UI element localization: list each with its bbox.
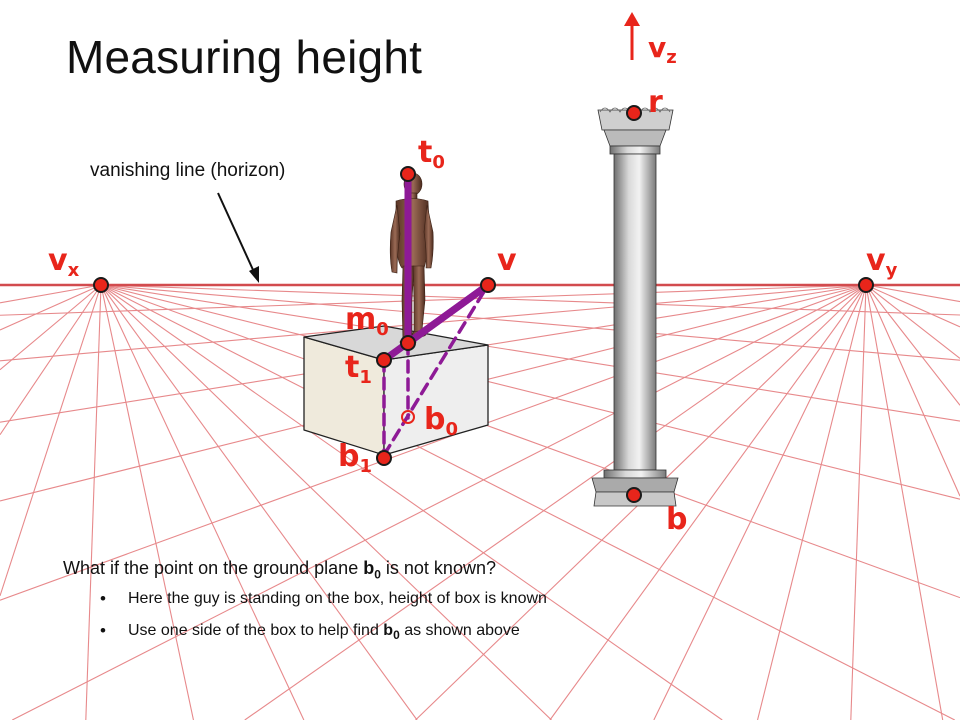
grid-line xyxy=(865,284,960,328)
grid-line xyxy=(100,284,960,316)
grid-line xyxy=(100,284,960,599)
grid-line xyxy=(0,284,102,304)
grid-line xyxy=(100,284,552,720)
point-t1 xyxy=(376,352,392,368)
point-m0 xyxy=(400,335,416,351)
grid-line xyxy=(0,284,867,316)
label-b1: b1 xyxy=(338,439,373,477)
label-vx: vx xyxy=(48,243,80,281)
grid-line xyxy=(549,284,867,720)
grid-line xyxy=(0,284,102,371)
point-t0 xyxy=(400,166,416,182)
grid-line xyxy=(100,284,195,720)
label-vy: vy xyxy=(866,243,898,281)
grid-line xyxy=(100,284,955,720)
grid-line xyxy=(85,284,102,720)
statue xyxy=(389,172,434,346)
grid-line xyxy=(865,284,960,359)
label-m0: m0 xyxy=(345,302,389,340)
label-b: b xyxy=(666,502,688,537)
grid-line xyxy=(0,284,102,436)
grid-line xyxy=(865,284,944,720)
grid-line xyxy=(100,284,960,422)
column xyxy=(591,107,679,507)
page-title: Measuring height xyxy=(66,31,423,83)
annotation-arrow xyxy=(217,192,259,283)
grid-line xyxy=(100,284,305,720)
label-t1: t1 xyxy=(345,350,372,388)
grid-line xyxy=(244,284,867,720)
line-t1-v xyxy=(380,281,492,364)
grid-line xyxy=(0,284,102,597)
horizon-annotation: vanishing line (horizon) xyxy=(90,160,286,181)
bullet-list: Here the guy is standing on the box, hei… xyxy=(100,589,547,656)
label-b0: b0 xyxy=(424,402,459,440)
caption: What if the point on the ground plane b0… xyxy=(63,558,496,582)
dashed-b1-v xyxy=(382,283,490,457)
point-vy xyxy=(858,277,874,293)
box-top-face xyxy=(303,325,489,361)
box xyxy=(303,325,489,456)
label-t0: t0 xyxy=(418,135,445,173)
grid-line xyxy=(100,284,960,500)
construction-lines xyxy=(380,170,492,457)
points xyxy=(93,105,874,503)
grid-line xyxy=(865,284,960,497)
bullet-item: Use one side of the box to help find b0 … xyxy=(100,621,547,642)
point-b0-unknown xyxy=(401,410,415,424)
grid-line xyxy=(0,284,102,331)
point-b1 xyxy=(376,450,392,466)
grid-line xyxy=(757,284,867,720)
label-r: r xyxy=(648,85,663,120)
grid-line xyxy=(653,284,867,720)
point-v xyxy=(480,277,496,293)
bullet-item: Here the guy is standing on the box, hei… xyxy=(100,589,547,609)
point-vx xyxy=(93,277,109,293)
grid-line xyxy=(100,284,960,361)
grid-line xyxy=(0,284,867,601)
grid-line xyxy=(865,284,960,406)
point-r xyxy=(626,105,642,121)
label-v: v xyxy=(497,243,517,278)
grid-line xyxy=(100,284,723,720)
grid-line xyxy=(850,284,867,720)
grid-line xyxy=(100,284,418,720)
ground-grid xyxy=(0,284,960,720)
grid-line xyxy=(12,284,867,720)
vz-arrow xyxy=(624,12,640,60)
label-vz: vz xyxy=(648,31,677,68)
point-b xyxy=(626,487,642,503)
grid-line xyxy=(865,284,960,303)
